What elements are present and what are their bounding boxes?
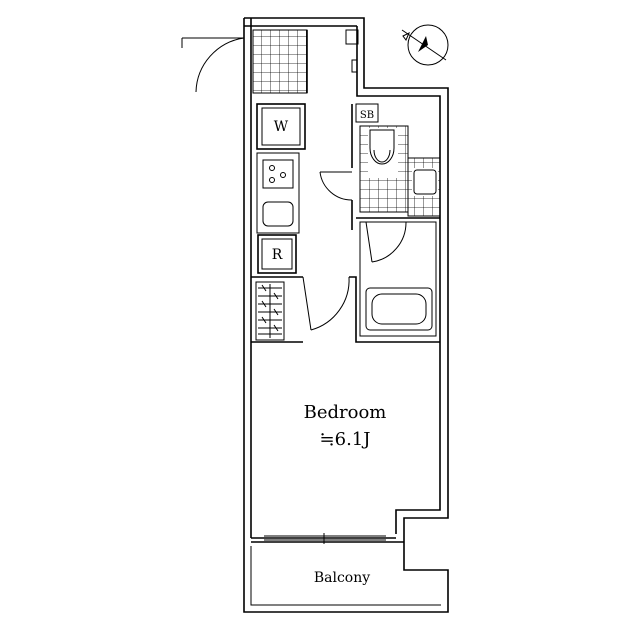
balcony-label: Balcony bbox=[314, 570, 370, 586]
bathroom bbox=[359, 221, 437, 337]
toilet-room bbox=[319, 125, 409, 213]
bedroom-label: Bedroom bbox=[304, 402, 387, 423]
kitchen-counter bbox=[256, 152, 300, 234]
washer-space: W bbox=[256, 103, 306, 150]
shoe-box-label: SB bbox=[360, 110, 374, 121]
balcony-window bbox=[264, 533, 386, 544]
washbasin bbox=[407, 157, 441, 217]
refrigerator-space: R bbox=[257, 234, 297, 274]
bedroom: Bedroom ≒6.1J bbox=[304, 402, 387, 450]
bedroom-area: ≒6.1J bbox=[320, 429, 371, 450]
compass-icon bbox=[401, 24, 449, 66]
entry-tiles bbox=[252, 29, 359, 94]
shoe-box: SB bbox=[355, 103, 379, 123]
outer-walls bbox=[243, 17, 449, 543]
entrance-door bbox=[181, 37, 245, 94]
balcony: Balcony bbox=[243, 542, 449, 613]
interior-walls bbox=[251, 104, 440, 343]
closet bbox=[255, 281, 285, 341]
washer-label: W bbox=[274, 119, 289, 135]
bedroom-door bbox=[302, 276, 350, 331]
refrigerator-label: R bbox=[272, 247, 283, 263]
